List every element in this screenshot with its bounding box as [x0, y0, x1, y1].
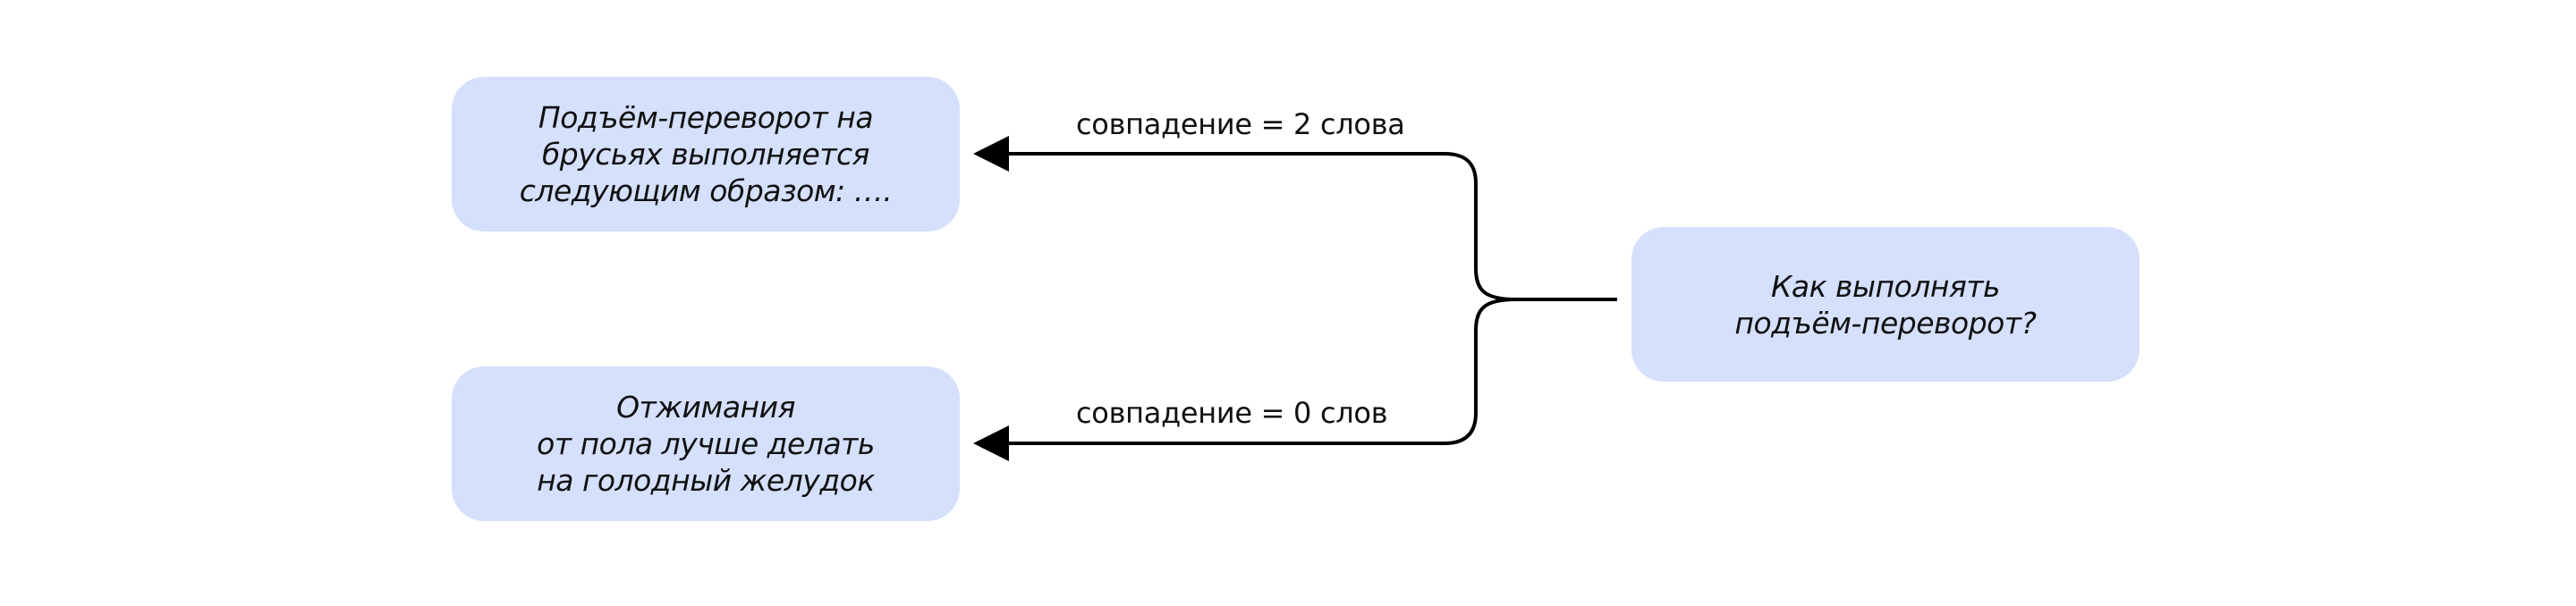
- document-line: следующим образом: ….: [519, 173, 893, 208]
- arrow-to-doc-b: [973, 331, 1478, 461]
- edge-label-match-two: совпадение = 2 слова: [1076, 107, 1405, 141]
- document-node-pushups: Отжимания от пола лучше делать на голодн…: [452, 366, 960, 521]
- query-stem-line: [1474, 267, 1617, 301]
- document-node-pushups-text: Отжимания от пола лучше делать на голодн…: [537, 389, 875, 499]
- query-node: Как выполнять подъём-переворот?: [1631, 227, 2140, 382]
- query-line: Как выполнять: [1770, 268, 2001, 304]
- document-node-pullover-text: Подъём-переворот на брусьях выполняется …: [520, 99, 893, 209]
- document-line: на голодный желудок: [537, 463, 875, 498]
- document-node-pullover: Подъём-переворот на брусьях выполняется …: [452, 77, 960, 231]
- document-line: от пола лучше делать: [537, 426, 875, 461]
- document-line: Подъём-переворот на: [538, 100, 874, 135]
- document-line: брусьях выполняется: [541, 137, 870, 172]
- arrow-to-doc-a: [973, 136, 1478, 268]
- query-line: подъём-переворот?: [1734, 305, 2037, 341]
- document-line: Отжимания: [616, 390, 795, 425]
- brace-lower-join: [1474, 298, 1517, 332]
- query-node-text: Как выполнять подъём-переворот?: [1734, 268, 2037, 341]
- edge-label-match-zero: совпадение = 0 слов: [1076, 396, 1388, 430]
